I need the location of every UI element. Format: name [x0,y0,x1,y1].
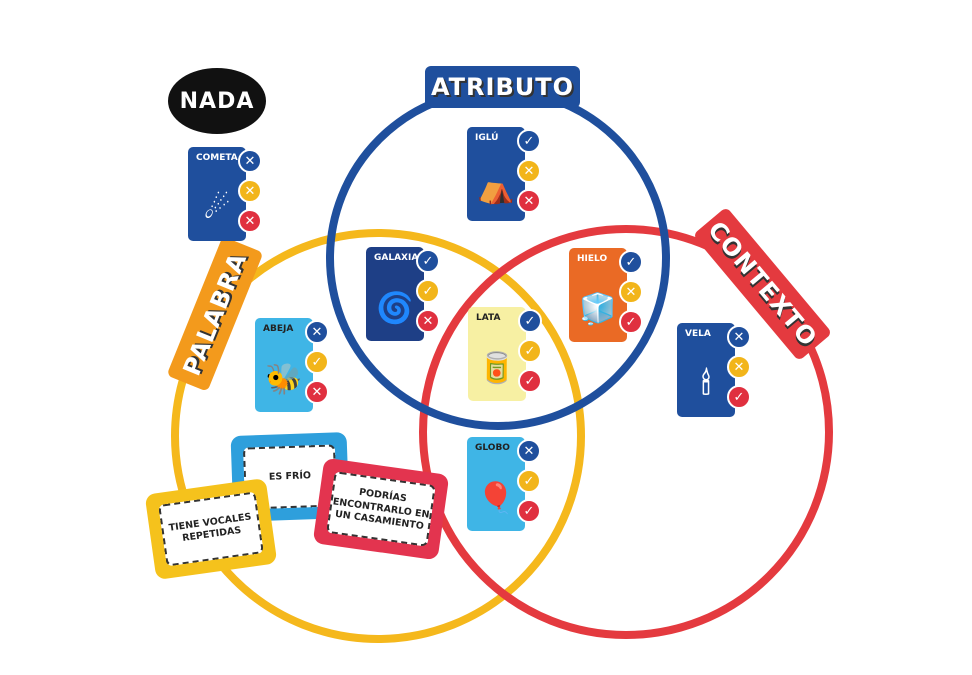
check-icon: ✓ [416,249,440,273]
atributo-banner: ATRIBUTO [425,66,580,108]
circle-contexto [419,225,833,639]
card-comet[interactable]: COMETA ☄ ✕ ✕ ✕ [188,147,262,241]
clue-text: TIENE VOCALES REPETIDAS [158,491,264,567]
cross-icon: ✕ [305,380,329,404]
check-icon: ✓ [727,385,751,409]
nada-label: NADA [168,68,266,134]
cross-icon: ✕ [238,149,262,173]
check-icon: ✓ [619,310,643,334]
balloon-icon: 🎈 [477,480,515,516]
cross-icon: ✕ [517,159,541,183]
card-bee[interactable]: ABEJA 🐝✕ ✓ ✕ [255,318,329,412]
card-galaxy[interactable]: GALAXIA 🌀✓ ✓ ✕ [366,247,440,341]
check-icon: ✓ [517,129,541,153]
check-icon: ✓ [517,469,541,493]
ice-icon: 🧊 [579,291,617,327]
card-label: HIELO [577,254,608,264]
galaxy-icon: 🌀 [376,290,414,326]
card-can[interactable]: LATA 🥫✓ ✓ ✓ [468,307,542,401]
cross-icon: ✕ [416,309,440,333]
cross-icon: ✕ [727,325,751,349]
card-label: LATA [476,313,501,323]
card-igloo[interactable]: IGLÚ ⛺✓ ✕ ✕ [467,127,541,221]
check-icon: ✓ [305,350,329,374]
cross-icon: ✕ [305,320,329,344]
card-label: VELA [685,329,711,339]
card-candle[interactable]: VELA 🕯 ✕ ✕ ✓ [677,323,751,417]
check-icon: ✓ [518,309,542,333]
card-label: GALAXIA [374,253,419,263]
card-balloon[interactable]: GLOBO 🎈✕ ✓ ✓ [467,437,541,531]
cross-icon: ✕ [238,209,262,233]
card-ice[interactable]: HIELO 🧊✓ ✕ ✓ [569,248,643,342]
cross-icon: ✕ [619,280,643,304]
check-icon: ✓ [416,279,440,303]
can-icon: 🥫 [478,350,516,386]
check-icon: ✓ [517,499,541,523]
check-icon: ✓ [619,250,643,274]
clue-text: PODRÍAS ENCONTRARLO EN UN CASAMIENTO [326,471,436,547]
check-icon: ✓ [518,339,542,363]
comet-icon: ☄ [203,190,231,226]
card-label: IGLÚ [475,133,499,143]
card-label: ABEJA [263,324,294,334]
cross-icon: ✕ [517,439,541,463]
bee-icon: 🐝 [265,361,303,397]
cross-icon: ✕ [517,189,541,213]
cross-icon: ✕ [727,355,751,379]
clue-card-casamiento[interactable]: PODRÍAS ENCONTRARLO EN UN CASAMIENTO [312,457,450,561]
circle-palabra [171,229,585,643]
clue-card-vocales[interactable]: TIENE VOCALES REPETIDAS [144,477,278,581]
check-icon: ✓ [518,369,542,393]
card-label: COMETA [196,153,238,163]
cross-icon: ✕ [238,179,262,203]
igloo-icon: ⛺ [477,170,515,206]
candle-icon: 🕯 [701,366,711,402]
card-label: GLOBO [475,443,510,453]
